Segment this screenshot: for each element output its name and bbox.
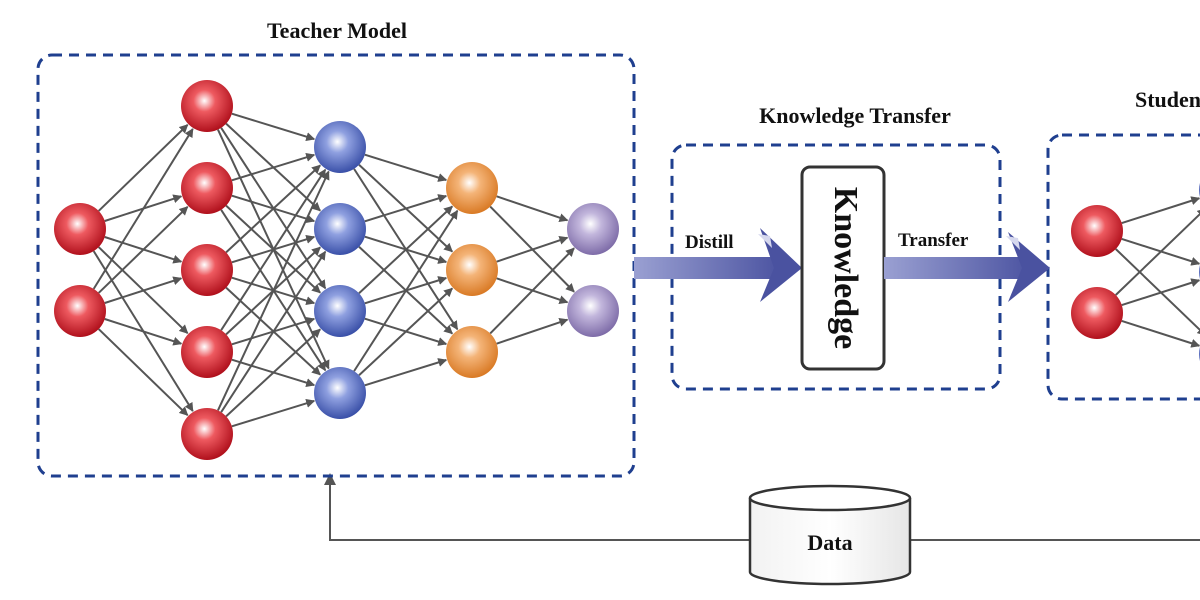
student-model-title: Student Model: [1135, 87, 1200, 112]
teacher-edge: [217, 170, 330, 411]
teacher-neuron-red: [181, 408, 233, 460]
student-nodes: [1071, 182, 1200, 362]
transfer-label: Transfer: [898, 230, 969, 251]
teacher-edge: [225, 328, 321, 418]
teacher-edge: [353, 209, 459, 372]
teacher-edge: [496, 317, 569, 345]
teacher-edge: [364, 358, 448, 387]
teacher-edge: [358, 287, 453, 377]
teacher-nodes: [54, 80, 619, 460]
teacher-edge: [97, 206, 189, 294]
data-label: Data: [807, 530, 852, 555]
teacher-neuron-purple: [567, 203, 619, 255]
teacher-neuron-purple: [567, 285, 619, 337]
teacher-neuron-red: [54, 285, 106, 337]
student-edge: [1121, 196, 1200, 225]
teacher-neuron-blue: [314, 203, 366, 255]
teacher-edge: [364, 153, 448, 182]
student-edges: [1115, 196, 1200, 348]
teacher-edge: [220, 250, 327, 413]
distill-arrow: [634, 228, 802, 302]
teacher-neuron-orange: [446, 162, 498, 214]
teacher-edge: [231, 399, 316, 428]
student-edge: [1115, 208, 1200, 296]
teacher-neuron-red: [181, 244, 233, 296]
distill-label: Distill: [685, 232, 734, 253]
teacher-neuron-blue: [314, 285, 366, 337]
teacher-neuron-orange: [446, 326, 498, 378]
teacher-edge: [97, 328, 189, 416]
teacher-neuron-red: [181, 162, 233, 214]
teacher-model-title: Teacher Model: [267, 18, 407, 43]
teacher-edge: [358, 205, 453, 295]
student-edge: [1121, 319, 1200, 348]
teacher-edge: [104, 276, 183, 304]
student-neuron-red: [1071, 205, 1123, 257]
student-model-box: [1046, 133, 1200, 401]
teacher-edge: [364, 194, 448, 223]
data-feed-lines: [324, 473, 1200, 541]
data-cylinder: [748, 484, 912, 586]
teacher-edge: [92, 128, 194, 290]
teacher-edge: [231, 112, 316, 141]
data-to-teacher-line: [324, 473, 752, 541]
teacher-edge: [104, 318, 183, 346]
teacher-neuron-red: [54, 203, 106, 255]
teacher-neuron-blue: [314, 121, 366, 173]
teacher-edge: [97, 124, 189, 212]
student-neuron-red: [1071, 287, 1123, 339]
knowledge-label: Knowledge: [827, 187, 864, 349]
teacher-edge: [225, 164, 321, 254]
teacher-neuron-red: [181, 80, 233, 132]
student-edge: [1121, 278, 1200, 307]
teacher-edges: [92, 112, 575, 428]
teacher-edge: [220, 168, 327, 331]
teacher-edge: [496, 235, 569, 263]
teacher-edge: [489, 247, 575, 335]
teacher-edge: [496, 195, 569, 223]
teacher-neuron-orange: [446, 244, 498, 296]
transfer-arrow: [884, 232, 1050, 302]
teacher-neuron-blue: [314, 367, 366, 419]
teacher-edge: [231, 153, 316, 182]
teacher-neuron-red: [181, 326, 233, 378]
knowledge-transfer-title: Knowledge Transfer: [759, 103, 951, 128]
